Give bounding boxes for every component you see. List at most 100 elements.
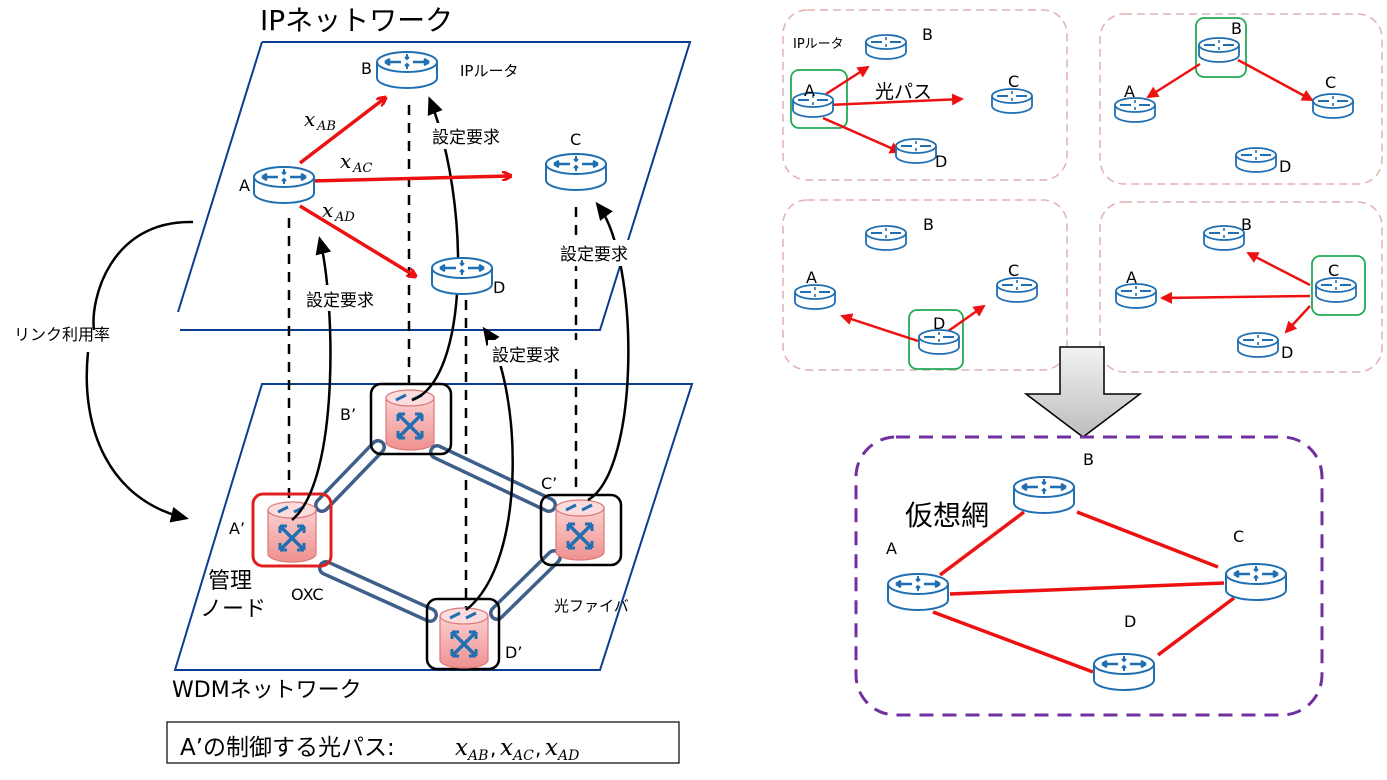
- ip-router-c[interactable]: [544, 152, 608, 192]
- oxc-b[interactable]: [369, 382, 453, 456]
- caption-text: A’の制御する光パス:: [180, 735, 395, 761]
- link-util-curve-top: [92, 220, 194, 331]
- svg-text:D: D: [935, 152, 947, 171]
- controller-box: [1195, 17, 1247, 78]
- oxc-c-label: C’: [541, 474, 557, 493]
- caption-var-ab: x: [455, 735, 468, 761]
- virtual-router-a: [886, 572, 950, 612]
- oxc-d-label: D’: [505, 643, 522, 662]
- svg-text:x: x: [322, 198, 333, 222]
- lightpaths: [298, 98, 510, 276]
- lightpath-label-ab: x AB: [304, 107, 336, 134]
- virtual-network-title: 仮想網: [905, 499, 989, 532]
- svg-text:D: D: [1281, 343, 1293, 362]
- svg-text:A: A: [806, 268, 817, 287]
- controller-box: [908, 309, 964, 370]
- ip-network-title: IPネットワーク: [260, 4, 453, 37]
- setup-request-label-b: 設定要求: [432, 128, 500, 148]
- oxc-icon: [266, 500, 318, 564]
- svg-text:,: ,: [535, 736, 541, 760]
- svg-text:AD: AD: [334, 210, 355, 225]
- svg-text:B: B: [1241, 215, 1252, 234]
- virtual-router-b: [1012, 475, 1076, 515]
- caption-var-ad: x: [545, 735, 558, 761]
- virtual-node-b-label: B: [1083, 450, 1094, 469]
- svg-text:x: x: [340, 149, 351, 173]
- svg-text:D: D: [933, 314, 945, 333]
- oxc-icon: [384, 388, 436, 452]
- virtual-router-d: [1092, 652, 1156, 692]
- panel-controller-d: D B A C: [794, 215, 1038, 370]
- link-utilization-label: リンク利用率: [14, 325, 110, 344]
- svg-text:D: D: [1279, 157, 1291, 176]
- svg-text:A: A: [1124, 82, 1135, 101]
- svg-text:C: C: [1008, 72, 1019, 91]
- svg-text:,: ,: [490, 736, 496, 760]
- svg-text:IPルータ: IPルータ: [793, 37, 844, 52]
- controller-box: [1311, 255, 1366, 316]
- link-util-arrow: [85, 351, 189, 523]
- oxc-a-label: A’: [229, 519, 245, 538]
- setup-request-label-c: 設定要求: [560, 245, 628, 265]
- ip-node-d-label: D: [493, 278, 505, 297]
- oxc-d[interactable]: [425, 597, 501, 671]
- virtual-links: [932, 510, 1236, 674]
- virtual-node-a-label: A: [886, 539, 897, 558]
- setup-request-label-d: 設定要求: [492, 346, 560, 366]
- svg-text:A: A: [804, 81, 815, 100]
- svg-text:A: A: [1126, 268, 1137, 287]
- optical-fibers: [314, 439, 562, 623]
- setup-request-label-a: 設定要求: [306, 291, 374, 311]
- setup-arrow-c: [587, 201, 630, 502]
- ip-router-b[interactable]: [375, 50, 439, 90]
- oxc-icon: [438, 606, 490, 670]
- panel-controller-c: C B A D: [1115, 215, 1366, 362]
- ip-router-d[interactable]: [430, 256, 494, 296]
- svg-text:AD: AD: [556, 748, 579, 764]
- management-node-label-1: 管理: [208, 569, 252, 594]
- panel-controller-a: IPルータ A B C D 光パス: [790, 25, 1033, 171]
- ip-network-plane: [177, 41, 692, 331]
- controller-box: [790, 69, 848, 129]
- lightpath-ad: [299, 204, 415, 276]
- svg-text:C: C: [1008, 261, 1019, 280]
- virtual-node-c-label: C: [1233, 527, 1244, 546]
- caption-box: A’の制御する光パス: x AB , x AC , x AD: [166, 721, 680, 764]
- lightpath-label-ad: x AD: [322, 198, 355, 225]
- caption-var-ac: x: [500, 735, 513, 761]
- oxc-c[interactable]: [539, 493, 623, 567]
- ip-node-a-label: A: [239, 176, 250, 195]
- ip-node-b-label: B: [361, 59, 372, 78]
- lightpath-ac: [309, 176, 510, 183]
- lightpath-label: 光パス: [875, 81, 932, 103]
- svg-text:AC: AC: [352, 161, 372, 176]
- oxc-a[interactable]: [251, 492, 333, 568]
- svg-text:x: x: [304, 107, 315, 131]
- panel-controller-b: B A C D: [1114, 17, 1354, 176]
- virtual-network: B A C D 仮想網: [854, 435, 1324, 717]
- lightpath-label-ac: x AC: [340, 149, 372, 176]
- virtual-network-border: [854, 435, 1324, 717]
- fiber-label: 光ファイバ: [554, 597, 629, 615]
- lightpath-ab: [298, 98, 385, 165]
- wdm-network-title: WDMネットワーク: [172, 678, 362, 703]
- ip-node-c-label: C: [570, 130, 581, 149]
- oxc-icon: [554, 498, 606, 562]
- merge-arrow-icon: [1023, 346, 1143, 438]
- svg-text:B: B: [923, 215, 934, 234]
- svg-text:C: C: [1325, 73, 1336, 92]
- ip-router-label: IPルータ: [460, 62, 518, 80]
- setup-arrow-a: [291, 236, 332, 521]
- svg-text:AB: AB: [466, 748, 488, 764]
- virtual-node-d-label: D: [1124, 612, 1136, 631]
- wdm-network-plane: [173, 383, 694, 671]
- management-node-label-2: ノード: [200, 597, 266, 622]
- oxc-label: OXC: [291, 585, 324, 604]
- svg-text:B: B: [1231, 19, 1242, 38]
- svg-text:B: B: [922, 25, 933, 44]
- oxc-b-label: B’: [340, 405, 356, 424]
- panel-borders: [782, 9, 1383, 373]
- svg-text:C: C: [1328, 261, 1339, 280]
- ip-router-a[interactable]: [252, 165, 316, 205]
